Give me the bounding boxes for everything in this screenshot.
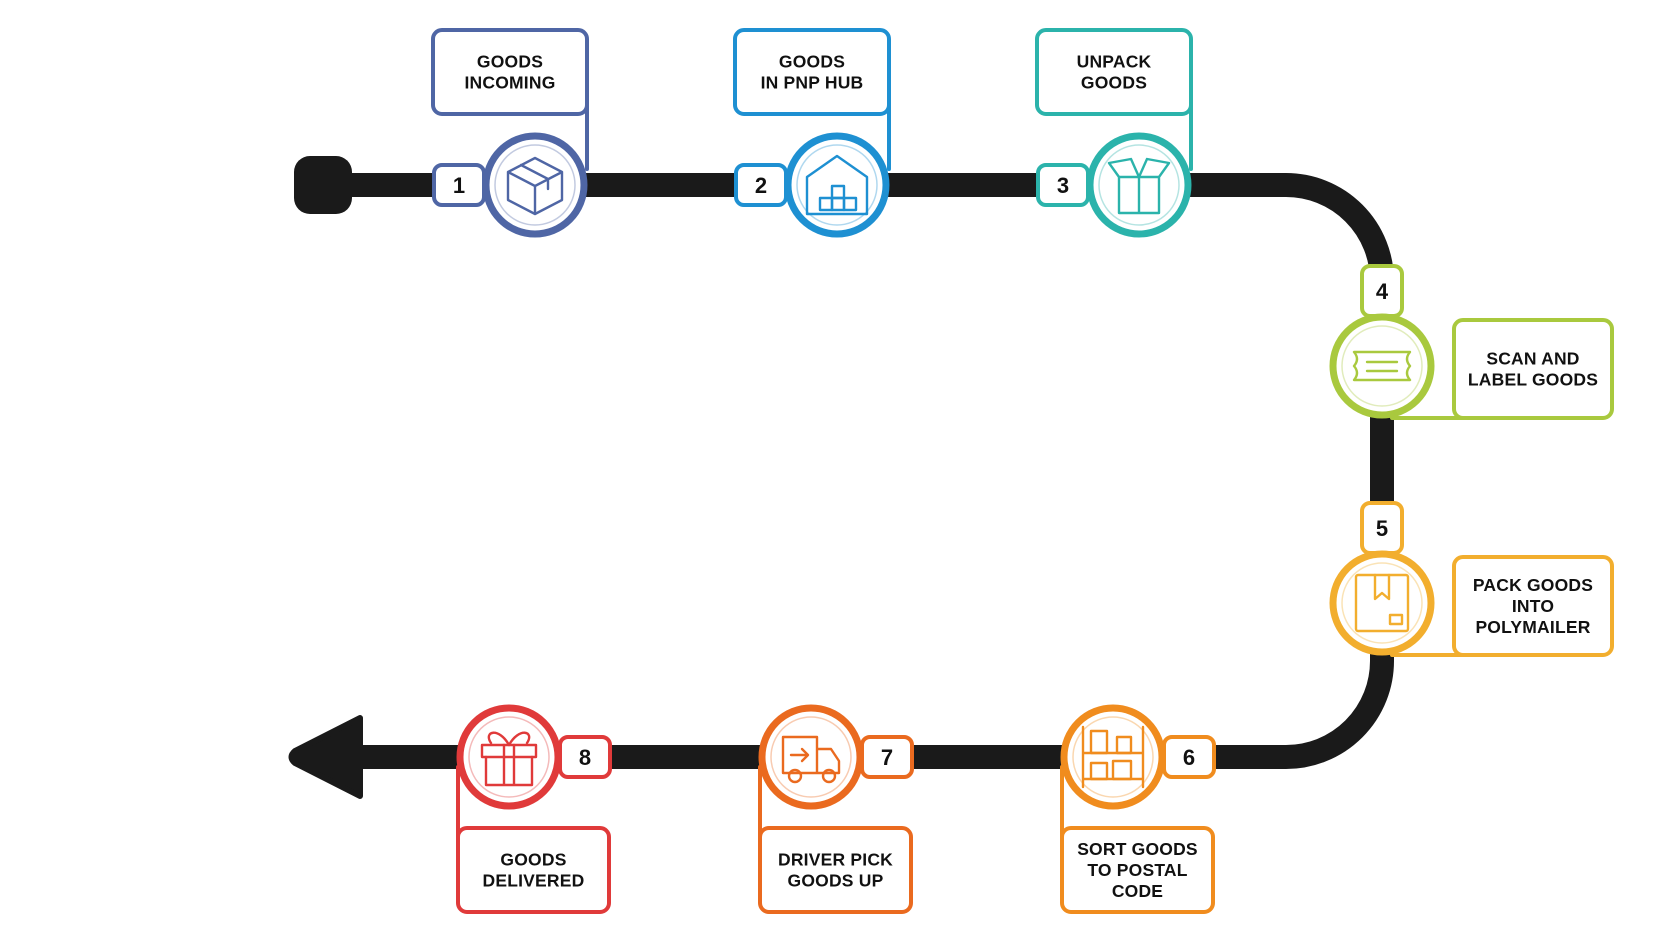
label-tag-icon	[1352, 350, 1412, 382]
step-circle	[1329, 550, 1435, 656]
step-label-line: DRIVER PICK	[778, 850, 893, 870]
step-label-line: SORT GOODS	[1077, 839, 1198, 859]
step-number: 5	[1376, 516, 1388, 541]
warehouse-icon	[805, 154, 869, 216]
step-label-box	[1452, 555, 1614, 657]
step-label-box	[431, 28, 589, 116]
step-label-line: GOODS	[1081, 73, 1147, 93]
step-label-line: LABEL GOODS	[1468, 370, 1598, 390]
step-circle-inner-ring	[494, 144, 576, 226]
step-circle-inner-ring	[468, 716, 550, 798]
open-box-icon	[1107, 157, 1171, 215]
step-circle	[758, 704, 864, 810]
track-line	[330, 173, 1394, 769]
step-number: 3	[1057, 173, 1069, 198]
step-circle	[1329, 313, 1435, 419]
step-label-line: IN PNP HUB	[761, 73, 864, 93]
step-label-line: UNPACK	[1077, 52, 1152, 72]
track-start-cap	[294, 156, 352, 214]
step-label-box	[733, 28, 891, 116]
step-number: 7	[881, 745, 893, 770]
polymailer-icon	[1354, 573, 1410, 633]
step-label-box	[456, 826, 611, 914]
step-label-line: GOODS	[779, 52, 845, 72]
step-circle-inner-ring	[796, 144, 878, 226]
track-end-arrow	[288, 715, 363, 799]
step-number: 8	[579, 745, 591, 770]
step-label-line: GOODS UP	[788, 871, 884, 891]
step-label-box	[758, 826, 913, 914]
step-label-line: GOODS	[477, 52, 543, 72]
step-label-box	[1452, 318, 1614, 420]
step-circle-inner-ring	[1072, 716, 1154, 798]
step-label-box	[1060, 826, 1215, 914]
shelves-icon	[1081, 725, 1145, 789]
gift-icon	[480, 731, 538, 787]
step-label-line: PACK GOODS	[1473, 575, 1593, 595]
step-label-box	[1035, 28, 1193, 116]
step-number: 2	[755, 173, 767, 198]
box-icon	[506, 156, 564, 216]
step-circle-inner-ring	[770, 716, 852, 798]
step-label-line: INTO	[1512, 596, 1554, 616]
step-label-line: INCOMING	[464, 73, 555, 93]
step-circle	[1060, 704, 1166, 810]
step-label-line: DELIVERED	[483, 871, 585, 891]
delivery-truck-icon	[781, 735, 841, 784]
step-label-line: SCAN AND	[1486, 349, 1579, 369]
step-circle-inner-ring	[1341, 562, 1423, 644]
track	[288, 156, 1394, 799]
step-number: 6	[1183, 745, 1195, 770]
step-circle-inner-ring	[1341, 325, 1423, 407]
step-label-line: CODE	[1112, 881, 1163, 901]
step-label-line: POLYMAILER	[1475, 617, 1590, 637]
step-label-line: GOODS	[500, 850, 566, 870]
step-number: 4	[1376, 279, 1389, 304]
step-number: 1	[453, 173, 465, 198]
step-label-line: TO POSTAL	[1087, 860, 1187, 880]
step-circle-inner-ring	[1098, 144, 1180, 226]
